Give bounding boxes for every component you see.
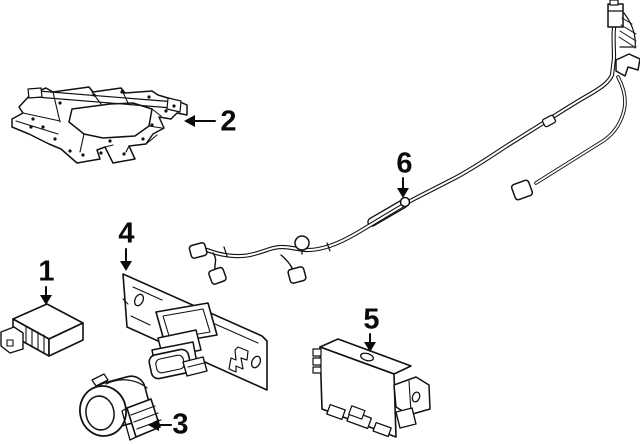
callout-label-3[interactable]: 3 bbox=[172, 408, 188, 441]
callout-arrow-5 bbox=[364, 333, 376, 352]
part-4-sensor-bracket-plate-drawing bbox=[122, 273, 268, 391]
part-1-control-module-drawing bbox=[0, 303, 84, 357]
harness-branch-connector bbox=[510, 179, 534, 201]
callout-arrow-6 bbox=[397, 177, 409, 198]
part-6-wiring-harness-drawing bbox=[188, 0, 640, 285]
harness-hook-bracket bbox=[615, 53, 640, 77]
harness-connector-cluster bbox=[188, 235, 331, 285]
harness-clip bbox=[399, 196, 411, 208]
module-feet bbox=[326, 403, 392, 438]
rivet-holes bbox=[29, 90, 176, 157]
callout-label-2[interactable]: 2 bbox=[220, 105, 236, 138]
callout-arrow-3 bbox=[148, 419, 172, 431]
part-2-mounting-bracket-drawing bbox=[11, 86, 188, 164]
plate-mounted-sensor bbox=[148, 302, 218, 380]
callout-label-1[interactable]: 1 bbox=[38, 255, 54, 288]
callout-label-5[interactable]: 5 bbox=[363, 303, 379, 336]
harness-top-connector bbox=[607, 0, 637, 49]
callout-arrow-4 bbox=[120, 248, 132, 271]
part-3-parking-sensor-drawing bbox=[79, 373, 162, 441]
callout-label-6[interactable]: 6 bbox=[396, 147, 412, 180]
callout-arrow-2 bbox=[184, 115, 216, 127]
part-5-control-module-drawing bbox=[312, 338, 431, 438]
module-mount-bracket bbox=[393, 376, 431, 429]
callout-label-4[interactable]: 4 bbox=[118, 217, 134, 250]
harness-tie-clip bbox=[541, 114, 557, 128]
callout-arrow-1 bbox=[40, 286, 52, 305]
